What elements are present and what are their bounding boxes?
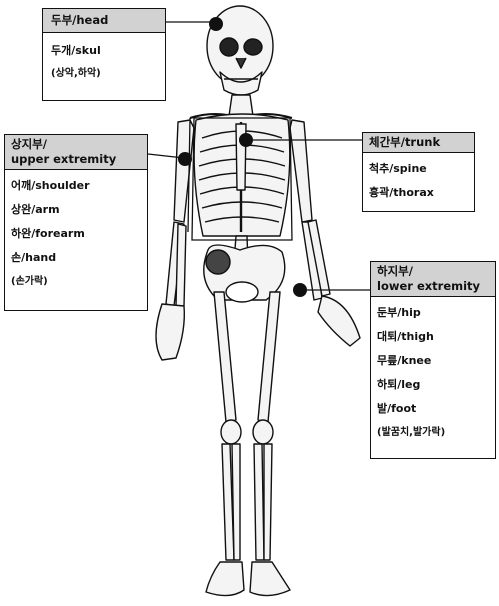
head-item-skull: 두개/skul xyxy=(51,39,157,62)
upper-item-hand: 손/hand xyxy=(11,246,141,270)
marker-upper xyxy=(178,152,192,166)
head-item-jaws: (상악,하악) xyxy=(51,62,157,85)
upper-item-forearm: 하완/forearm xyxy=(11,222,141,246)
right-arm xyxy=(290,120,360,346)
lower-title-ko: 하지부/ xyxy=(377,264,489,279)
trunk-label-box: 체간부/trunk 척추/spine 흉곽/thorax xyxy=(362,132,475,212)
lower-title-en: lower extremity xyxy=(377,279,489,294)
trunk-item-thorax: 흉곽/thorax xyxy=(369,181,468,205)
head-title: 두부/head xyxy=(43,9,165,33)
trunk-item-spine: 척추/spine xyxy=(369,157,468,181)
marker-head xyxy=(209,17,223,31)
lower-item-hip: 둔부/hip xyxy=(377,301,489,325)
trunk-title: 체간부/trunk xyxy=(363,133,474,153)
left-leg xyxy=(206,292,244,596)
upper-item-arm: 상완/arm xyxy=(11,198,141,222)
lower-extremity-label-box: 하지부/ lower extremity 둔부/hip 대퇴/thigh 무릎/… xyxy=(370,261,496,459)
upper-item-shoulder: 어깨/shoulder xyxy=(11,174,141,198)
lower-item-thigh: 대퇴/thigh xyxy=(377,325,489,349)
lower-item-leg: 하퇴/leg xyxy=(377,373,489,397)
lower-item-knee: 무릎/knee xyxy=(377,349,489,373)
marker-trunk xyxy=(239,133,253,147)
marker-lower xyxy=(293,283,307,297)
upper-title-ko: 상지부/ xyxy=(11,137,141,152)
right-leg xyxy=(250,292,290,596)
rib-cage xyxy=(194,114,290,236)
neck xyxy=(229,95,253,116)
upper-title-en: upper extremity xyxy=(11,152,141,167)
upper-extremity-label-box: 상지부/ upper extremity 어깨/shoulder 상완/arm … xyxy=(4,134,148,311)
lower-item-heel-toes: (발꿈치,발가락) xyxy=(377,421,489,445)
head-label-box: 두부/head 두개/skul (상악,하악) xyxy=(42,8,166,101)
upper-item-fingers: (손가락) xyxy=(11,270,141,294)
lower-item-foot: 발/foot xyxy=(377,397,489,421)
